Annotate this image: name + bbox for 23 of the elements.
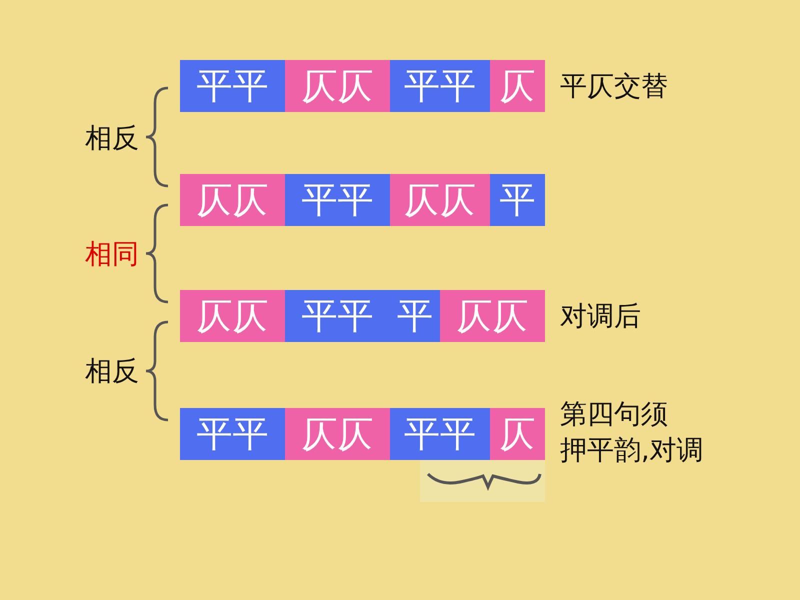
tone-block: 平 [490,174,545,226]
note-text: 对调后 [560,300,641,334]
tone-block: 平 [390,290,440,342]
note-text: 平仄交替 [560,70,668,104]
tone-block: 仄仄 [180,174,285,226]
tone-block: 平平 [390,408,490,460]
note-text: 相同 [85,238,139,272]
note-text: 相反 [85,355,139,389]
tone-block: 平平 [180,408,285,460]
tone-block: 平平 [285,174,390,226]
tone-block: 平平 [180,60,285,112]
tone-block: 仄仄 [180,290,285,342]
tone-block: 平平 [285,290,390,342]
tone-block: 仄仄 [285,408,390,460]
tone-block: 仄 [490,60,545,112]
tone-block: 仄 [490,408,545,460]
note-text: 押平韵,对调 [560,434,704,468]
tone-block: 仄仄 [285,60,390,112]
tone-block: 仄仄 [390,174,490,226]
note-text: 第四句须 [560,398,668,432]
note-text: 相反 [85,122,139,156]
tone-block: 平平 [390,60,490,112]
tone-block: 仄仄 [440,290,545,342]
